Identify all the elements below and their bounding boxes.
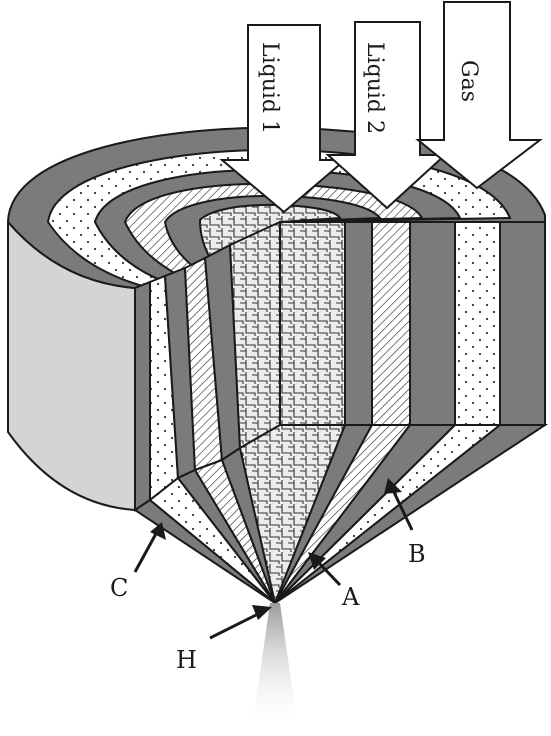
callout-H: H bbox=[176, 605, 272, 674]
inlet-label-liquid2: Liquid 2 bbox=[362, 42, 387, 134]
inlet-arrow-liquid2: Liquid 2 bbox=[325, 21, 448, 210]
nozzle-cone bbox=[133, 424, 549, 607]
inlet-arrow-gas: Gas bbox=[415, 1, 543, 190]
callout-A: A bbox=[308, 552, 360, 611]
callout-B: B bbox=[384, 478, 426, 568]
callout-label-H: H bbox=[176, 646, 197, 674]
callout-C: C bbox=[110, 522, 166, 602]
inlet-arrow-liquid1: Liquid 1 bbox=[219, 24, 348, 214]
callout-label-C: C bbox=[110, 574, 128, 602]
cut-face-right bbox=[279, 221, 546, 426]
jet-spray bbox=[252, 603, 298, 730]
callout-label-B: B bbox=[408, 540, 426, 568]
callout-label-A: A bbox=[341, 583, 360, 611]
inlet-label-gas: Gas bbox=[456, 60, 481, 102]
inlet-label-liquid1: Liquid 1 bbox=[257, 42, 282, 134]
top-rings bbox=[6, 126, 546, 290]
